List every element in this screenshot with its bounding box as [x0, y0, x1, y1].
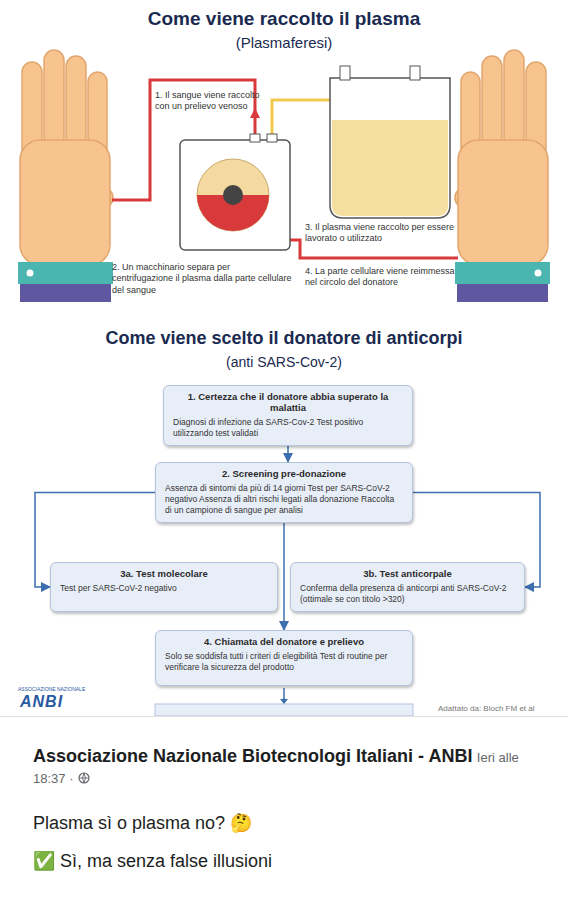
right-hand	[451, 50, 550, 302]
box-body: Assenza di sintomi da più di 14 giorni T…	[165, 483, 403, 516]
text-label: ASSOCIAZIONE NAZIONALE	[18, 686, 128, 692]
text-label: Adattato da: Bloch FM et al	[438, 704, 566, 713]
box-heading: 1. Certezza che il donatore abbia supera…	[173, 391, 403, 413]
flow-arrow	[283, 688, 285, 700]
text-label: (Plasmaferesi)	[0, 34, 568, 51]
flow-connector	[287, 446, 289, 462]
process-box: 1. Certezza che il donatore abbia supera…	[163, 385, 413, 446]
text-label: 3. Il plasma viene raccolto per essere l…	[305, 222, 455, 245]
box-body: Solo se soddisfa tutti i criteri di eleg…	[165, 651, 403, 673]
title: Come viene raccolto il plasma	[0, 8, 568, 30]
box-body: Conferma della presenza di anticorpi ant…	[300, 583, 515, 605]
flow-arrow	[250, 108, 260, 118]
post-header: Associazione Nazionale Biotecnologi Ital…	[33, 745, 548, 789]
port	[267, 134, 277, 142]
process-box: 4. Chiamata del donatore e prelievoSolo …	[155, 630, 413, 686]
page-name: Associazione Nazionale Biotecnologi Ital…	[33, 746, 472, 766]
text-label: ANBI	[20, 693, 63, 711]
text-label: ✅ Sì, ma senza false illusioni	[33, 850, 548, 872]
bag-port	[410, 66, 420, 80]
post-panel	[0, 716, 568, 900]
text-label: 4. La parte cellulare viene reimmessa ne…	[305, 266, 455, 289]
box-body: Test per SARS-CoV-2 negativo	[60, 583, 268, 594]
rotor-hub	[223, 185, 243, 205]
process-box: 3b. Test anticorpaleConferma della prese…	[290, 562, 525, 612]
arrow-head	[280, 699, 288, 704]
port	[250, 134, 260, 142]
flow-connector	[283, 523, 285, 630]
bag-port	[340, 66, 350, 80]
process-box: 2. Screening pre-donazioneAssenza di sin…	[155, 462, 413, 523]
cut-box	[155, 704, 413, 716]
process-box: 3a. Test molecolareTest per SARS-CoV-2 n…	[50, 562, 278, 612]
text-label: 2. Un macchinario separa per centrifugaz…	[112, 262, 292, 296]
text-label: 1. Il sangue viene raccolto con un preli…	[155, 90, 265, 113]
collection-bag	[330, 78, 450, 218]
centrifuge	[180, 140, 290, 250]
left-hand	[18, 50, 117, 302]
plasma	[332, 120, 448, 216]
text-label: Come viene scelto il donatore di anticor…	[0, 328, 568, 349]
separator	[0, 716, 568, 717]
text-label: (anti SARS-Cov-2)	[0, 354, 568, 370]
box-heading: 2. Screening pre-donazione	[165, 468, 403, 479]
box-heading: 3b. Test anticorpale	[300, 568, 515, 579]
globe-icon	[78, 772, 90, 784]
text-label: Plasma sì o plasma no? 🤔	[33, 812, 548, 834]
box-body: Diagnosi di infezione da SARS-Cov-2 Test…	[173, 417, 403, 439]
rotor	[197, 159, 269, 231]
box-heading: 3a. Test molecolare	[60, 568, 268, 579]
box-heading: 4. Chiamata del donatore e prelievo	[165, 636, 403, 647]
